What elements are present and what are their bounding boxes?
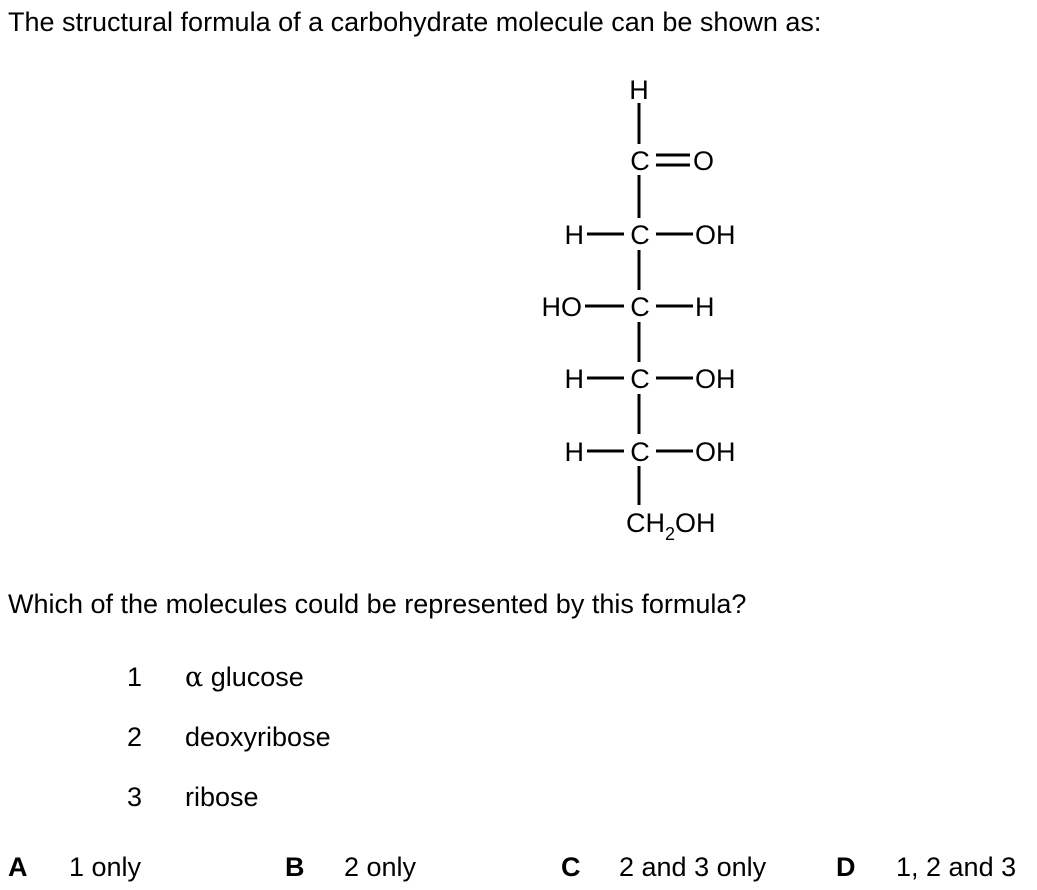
statement-text-2: deoxyribose — [185, 722, 331, 752]
formula-row4-left: H — [565, 437, 585, 467]
option-text-c[interactable]: 2 and 3 only — [619, 852, 767, 882]
question-prompt: Which of the molecules could be represen… — [8, 589, 747, 619]
statement-label-1: glucose — [203, 662, 304, 692]
option-letter-d[interactable]: D — [836, 852, 856, 882]
formula-bottom-sub: 2 — [665, 524, 675, 544]
formula-row1-c: C — [630, 220, 650, 250]
formula-row3-right: OH — [695, 364, 736, 394]
formula-row4-right: OH — [695, 437, 736, 467]
formula-top-h: H — [629, 75, 649, 105]
formula-bottom-group: CH2OH — [626, 508, 716, 544]
option-text-d[interactable]: 1, 2 and 3 — [896, 852, 1017, 882]
statement-number-3: 3 — [127, 782, 143, 812]
alpha-symbol: α — [185, 662, 204, 693]
statement-text-3: ribose — [185, 782, 259, 812]
formula-row1-right: OH — [695, 220, 736, 250]
formula-carbonyl-o: O — [693, 146, 714, 176]
formula-row3-left: H — [565, 364, 585, 394]
question-stem: The structural formula of a carbohydrate… — [8, 7, 822, 37]
option-letter-b[interactable]: B — [285, 852, 305, 882]
option-text-b[interactable]: 2 only — [344, 852, 417, 882]
formula-row2-right: H — [695, 292, 715, 322]
formula-bottom-ch: CH — [626, 508, 665, 538]
formula-row3-c: C — [630, 364, 650, 394]
statement-number-2: 2 — [127, 722, 143, 752]
structural-formula: H C O H C OH HO C H H C OH H C OH CH2OH — [542, 75, 736, 544]
formula-row1-left: H — [565, 220, 585, 250]
option-text-a[interactable]: 1 only — [69, 852, 142, 882]
statement-number-1: 1 — [127, 662, 143, 692]
statement-text-1: α glucose — [185, 662, 304, 693]
formula-carbonyl-c: C — [630, 146, 650, 176]
formula-row2-c: C — [630, 292, 650, 322]
formula-row2-left: HO — [542, 292, 583, 322]
formula-bottom-oh: OH — [675, 508, 716, 538]
option-letter-c[interactable]: C — [561, 852, 581, 882]
formula-row4-c: C — [630, 437, 650, 467]
option-letter-a[interactable]: A — [8, 852, 28, 882]
